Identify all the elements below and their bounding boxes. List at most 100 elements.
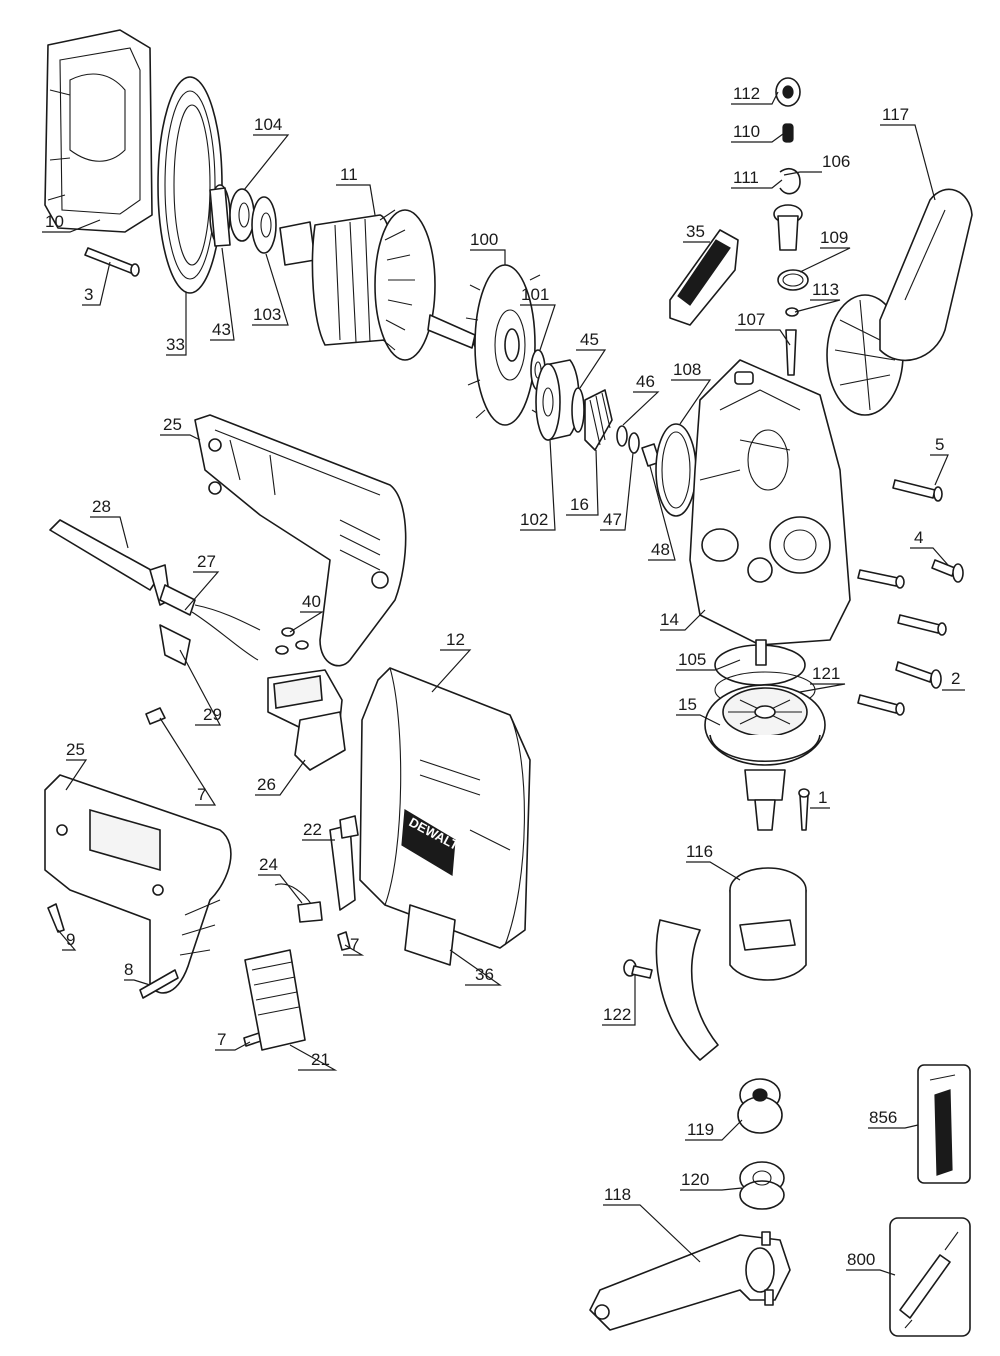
label-121: 121 (812, 664, 840, 683)
label-100: 100 (470, 230, 498, 249)
label-122: 122 (603, 1005, 631, 1024)
label-43: 43 (212, 320, 231, 339)
label-102: 102 (520, 510, 548, 529)
label-27: 27 (197, 552, 216, 571)
part-22-brush-holder (329, 815, 359, 911)
label-26: 26 (257, 775, 276, 794)
part-3-screw (84, 247, 140, 277)
part-28-cord (49, 519, 171, 606)
label-7a: 7 (197, 785, 206, 804)
label-36: 36 (475, 965, 494, 984)
label-25b: 25 (66, 740, 85, 759)
label-12: 12 (446, 630, 465, 649)
part-116-guard (655, 867, 807, 1061)
label-105: 105 (678, 650, 706, 669)
label-46: 46 (636, 372, 655, 391)
part-119-flange-nut (737, 1078, 783, 1134)
part-27-cord-wires (159, 584, 261, 661)
label-7b: 7 (217, 1030, 226, 1049)
part-800-kit (889, 1217, 971, 1337)
label-119: 119 (687, 1120, 714, 1139)
part-11-armature (279, 209, 483, 361)
part-2-screws (857, 614, 947, 716)
label-24: 24 (259, 855, 278, 874)
label-48: 48 (651, 540, 670, 559)
part-109-ring (777, 269, 809, 291)
part-102-bearing (535, 359, 580, 441)
label-107: 107 (737, 310, 765, 329)
label-16: 16 (570, 495, 589, 514)
label-109: 109 (820, 228, 848, 247)
label-103: 103 (253, 305, 281, 324)
label-22: 22 (303, 820, 322, 839)
label-117: 117 (882, 105, 909, 124)
part-46-washer (616, 425, 628, 447)
label-40: 40 (302, 592, 321, 611)
part-24-brush (274, 883, 323, 923)
label-10: 10 (45, 212, 64, 231)
label-104: 104 (254, 115, 282, 134)
part-5-screw (892, 479, 943, 502)
part-29-clamp (159, 624, 191, 666)
label-3: 3 (84, 285, 93, 304)
part-25-handle-half-upper (194, 414, 407, 667)
part-118-spanner (589, 1231, 791, 1331)
label-33: 33 (166, 335, 185, 354)
part-106-pin (773, 204, 803, 251)
part-104-bearing (229, 188, 255, 242)
label-8: 8 (124, 960, 133, 979)
label-4: 4 (914, 528, 923, 547)
part-8-screw (139, 969, 179, 999)
label-106: 106 (822, 152, 850, 171)
label-110: 110 (733, 122, 760, 141)
part-1-screw (798, 788, 810, 831)
leader-lines (42, 91, 965, 1276)
part-21-cover (244, 949, 306, 1051)
part-35-badge (669, 229, 739, 326)
label-11: 11 (340, 165, 358, 184)
part-120-flange (739, 1161, 785, 1210)
label-45: 45 (580, 330, 599, 349)
part-15-spindle-gear (704, 684, 826, 831)
label-108: 108 (673, 360, 701, 379)
part-4-screw (931, 559, 964, 583)
label-800: 800 (847, 1250, 875, 1269)
part-110-spring (782, 123, 794, 143)
part-45-washer (571, 387, 585, 433)
part-107-pin (785, 329, 797, 376)
label-112: 112 (733, 84, 760, 103)
part-117-side-handle (826, 188, 973, 416)
part-47-washer (628, 432, 640, 454)
label-21: 21 (311, 1050, 330, 1069)
label-28: 28 (92, 497, 111, 516)
part-4b-screw (857, 569, 905, 589)
label-7c: 7 (350, 935, 359, 954)
label-15: 15 (678, 695, 697, 714)
part-36-label (404, 904, 456, 966)
part-9-screw (47, 903, 65, 933)
part-122-screw (623, 959, 653, 979)
label-9: 9 (66, 930, 75, 949)
label-120: 120 (681, 1170, 709, 1189)
label-47: 47 (603, 510, 622, 529)
label-25a: 25 (163, 415, 182, 434)
label-113: 113 (812, 280, 839, 299)
part-108-oring (655, 423, 697, 517)
part-12-motor-housing: DEWALT (359, 667, 531, 949)
part-33-baffle (157, 76, 223, 294)
part-103-bearing (251, 196, 277, 254)
part-856-label (917, 1064, 971, 1184)
label-111: 111 (733, 168, 759, 187)
label-118: 118 (604, 1185, 631, 1204)
label-856: 856 (869, 1108, 897, 1127)
part-7a-screw (145, 707, 166, 725)
part-10-stator (44, 29, 153, 233)
label-35: 35 (686, 222, 705, 241)
label-101: 101 (521, 285, 549, 304)
label-2: 2 (951, 669, 960, 688)
part-26-switch (267, 669, 346, 771)
part-14-gear-case (689, 359, 851, 646)
label-29: 29 (203, 705, 222, 724)
label-1: 1 (818, 788, 827, 807)
